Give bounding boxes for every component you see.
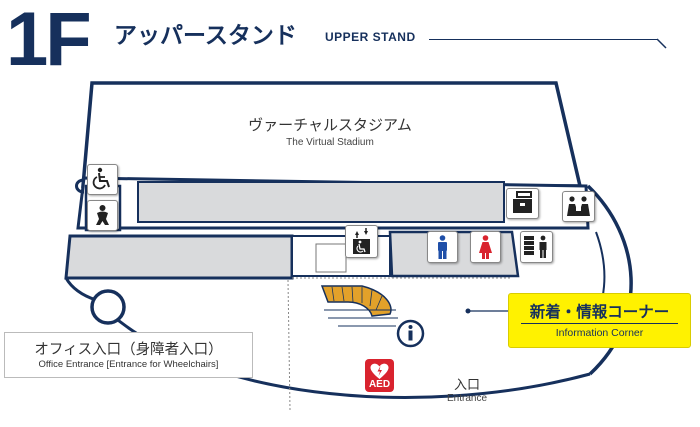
entrance-en: Entrance bbox=[446, 393, 488, 404]
information-corner-jp: 新着・情報コーナー bbox=[529, 303, 670, 321]
female-restroom-icon[interactable] bbox=[470, 231, 501, 263]
venue-name-jp: ヴァーチャルスタジアム bbox=[248, 116, 412, 134]
information-corner-divider bbox=[521, 323, 678, 324]
stand-title-jp: アッパースタンド bbox=[114, 23, 297, 49]
right-outer-wall bbox=[586, 184, 633, 376]
baby-changing-icon[interactable] bbox=[87, 200, 118, 231]
left-lower-wall bbox=[64, 277, 97, 302]
information-icon[interactable] bbox=[396, 319, 425, 348]
drop-off-circle bbox=[90, 289, 126, 325]
office-entrance-en: Office Entrance [Entrance for Wheelchair… bbox=[38, 359, 219, 370]
walkway-dotted bbox=[287, 279, 291, 411]
info-corner-dot bbox=[465, 308, 471, 314]
entrance-jp: 入口 bbox=[453, 378, 480, 393]
staircase bbox=[320, 285, 398, 327]
upper-concourse-wall bbox=[137, 181, 505, 223]
information-corner-highlight[interactable]: 新着・情報コーナー Information Corner bbox=[508, 293, 691, 348]
lower-left-wall bbox=[64, 234, 294, 280]
male-restroom-icon[interactable] bbox=[427, 231, 458, 263]
aed-icon[interactable]: AED bbox=[365, 359, 394, 392]
office-entrance-label-box: オフィス入口（身障者入口） Office Entrance [Entrance … bbox=[4, 332, 253, 378]
information-corner-en: Information Corner bbox=[555, 327, 644, 339]
office-entrance-jp: オフィス入口（身障者入口） bbox=[34, 342, 223, 358]
venue-name-en: The Virtual Stadium bbox=[286, 137, 374, 148]
multipurpose-restroom-icon[interactable] bbox=[520, 231, 553, 263]
title-underline bbox=[429, 39, 657, 40]
stand-title-en: UPPER STAND bbox=[325, 30, 416, 44]
wheelchair-icon[interactable] bbox=[87, 164, 118, 195]
elevator-icon[interactable] bbox=[345, 225, 378, 258]
aed-label: AED bbox=[368, 379, 391, 390]
left-wall-notch bbox=[75, 178, 85, 194]
locker-icon[interactable] bbox=[506, 188, 539, 219]
center-room bbox=[315, 243, 347, 273]
nursing-room-icon[interactable] bbox=[562, 191, 595, 222]
title-leader bbox=[656, 38, 667, 49]
floor-number: 1F bbox=[6, 0, 92, 82]
